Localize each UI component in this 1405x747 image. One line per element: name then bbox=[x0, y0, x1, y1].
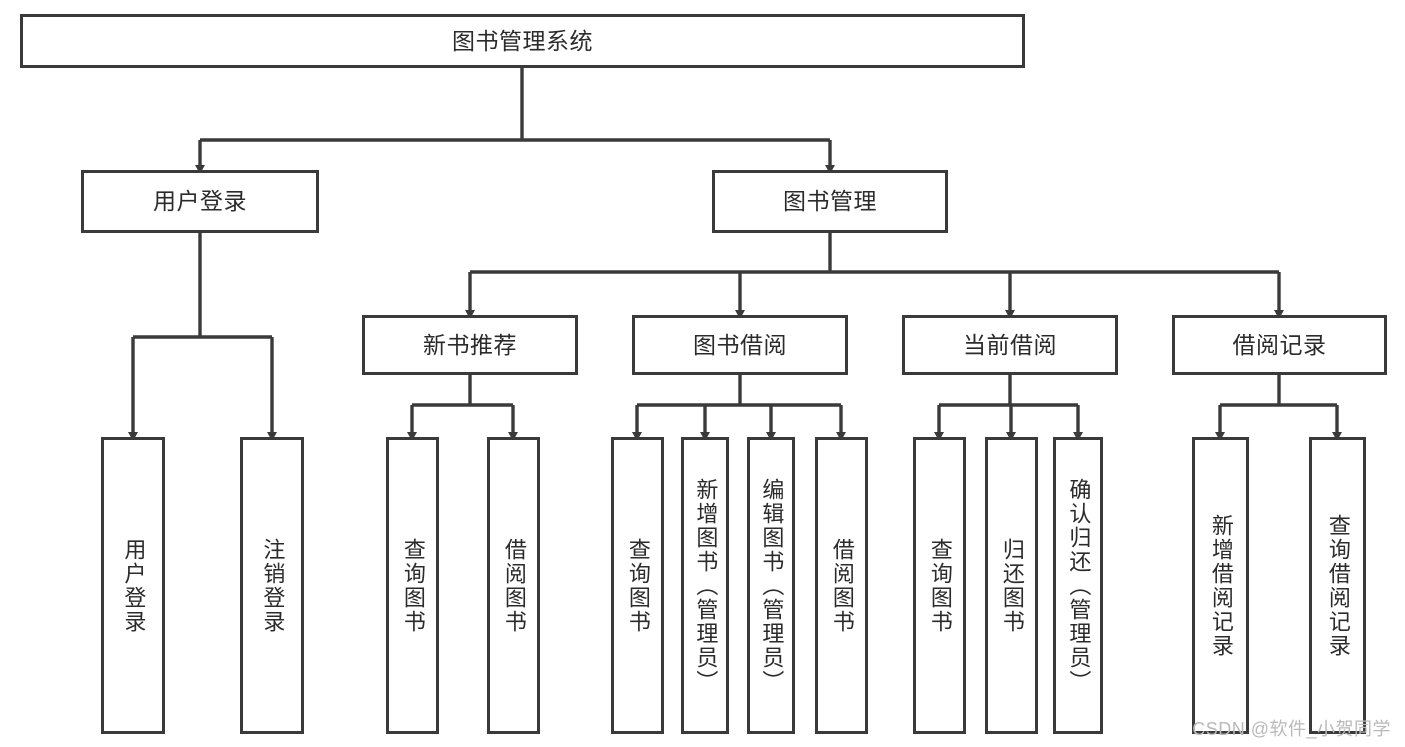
node-book-borrow[interactable]: 图书借阅 bbox=[632, 315, 848, 375]
node-leaf-borrow-edit-label: 编辑图书（管理员） bbox=[759, 477, 785, 694]
node-book-manage-label: 图书管理 bbox=[783, 188, 877, 215]
node-leaf-rec-query-label: 查询图书 bbox=[400, 537, 426, 634]
node-borrow-record[interactable]: 借阅记录 bbox=[1172, 315, 1387, 375]
node-leaf-rec-add-label: 新增借阅记录 bbox=[1208, 513, 1234, 658]
watermark-text: CSDN @软件_小贺同学 bbox=[1192, 719, 1391, 739]
node-current-borrow[interactable]: 当前借阅 bbox=[902, 315, 1118, 375]
node-leaf-rec-add[interactable]: 新增借阅记录 bbox=[1192, 437, 1249, 734]
node-leaf-user-login-label: 用户登录 bbox=[121, 537, 147, 634]
node-leaf-rec-search[interactable]: 查询借阅记录 bbox=[1309, 437, 1366, 734]
node-leaf-cur-query-label: 查询图书 bbox=[927, 537, 953, 634]
node-leaf-rec-search-label: 查询借阅记录 bbox=[1325, 513, 1351, 658]
node-leaf-borrow-add[interactable]: 新增图书（管理员） bbox=[681, 437, 729, 734]
node-new-book-rec-label: 新书推荐 bbox=[423, 331, 517, 358]
node-leaf-cur-query[interactable]: 查询图书 bbox=[913, 437, 966, 734]
node-leaf-user-logout[interactable]: 注销登录 bbox=[240, 437, 304, 734]
node-leaf-rec-borrow-label: 借阅图书 bbox=[501, 537, 527, 634]
node-leaf-cur-return[interactable]: 归还图书 bbox=[985, 437, 1038, 734]
node-leaf-user-logout-label: 注销登录 bbox=[260, 537, 286, 634]
node-root-label: 图书管理系统 bbox=[452, 27, 593, 54]
node-new-book-rec[interactable]: 新书推荐 bbox=[362, 315, 578, 375]
node-leaf-borrow-query-label: 查询图书 bbox=[625, 537, 651, 634]
node-leaf-borrow-add-label: 新增图书（管理员） bbox=[693, 477, 719, 694]
node-leaf-rec-query[interactable]: 查询图书 bbox=[386, 437, 439, 734]
node-current-borrow-label: 当前借阅 bbox=[963, 331, 1057, 358]
node-borrow-record-label: 借阅记录 bbox=[1232, 331, 1327, 358]
node-leaf-borrow-edit[interactable]: 编辑图书（管理员） bbox=[747, 437, 795, 734]
node-root[interactable]: 图书管理系统 bbox=[20, 14, 1025, 68]
node-leaf-borrow-do-label: 借阅图书 bbox=[829, 537, 855, 634]
node-leaf-borrow-do[interactable]: 借阅图书 bbox=[815, 437, 868, 734]
node-book-borrow-label: 图书借阅 bbox=[693, 331, 787, 358]
node-book-manage[interactable]: 图书管理 bbox=[712, 170, 948, 233]
node-leaf-cur-return-label: 归还图书 bbox=[999, 537, 1025, 634]
node-leaf-borrow-query[interactable]: 查询图书 bbox=[611, 437, 664, 734]
node-user-login[interactable]: 用户登录 bbox=[81, 170, 319, 233]
node-user-login-label: 用户登录 bbox=[153, 188, 247, 215]
node-leaf-cur-confirm[interactable]: 确认归还（管理员） bbox=[1053, 437, 1103, 734]
node-leaf-cur-confirm-label: 确认归还（管理员） bbox=[1066, 477, 1092, 694]
node-leaf-user-login[interactable]: 用户登录 bbox=[101, 437, 165, 734]
node-leaf-rec-borrow[interactable]: 借阅图书 bbox=[487, 437, 540, 734]
